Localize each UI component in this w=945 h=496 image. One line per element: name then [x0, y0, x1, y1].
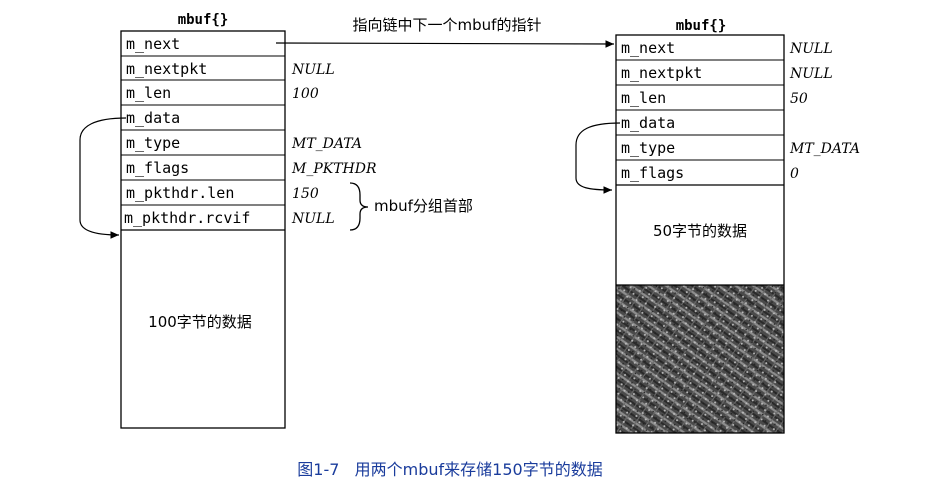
- right-field-m-next: m_next: [621, 39, 675, 57]
- left-mbuf: mbuf{} m_next m_nextpkt m_len m_data m_t…: [79, 12, 377, 429]
- right-m-data-pointer-arrow: [575, 122, 621, 194]
- right-mbuf-unused-texture: [616, 285, 784, 433]
- right-value-m-flags: 0: [790, 166, 799, 182]
- right-mbuf-box: [615, 34, 785, 434]
- right-data-label: 50字节的数据: [653, 222, 747, 240]
- right-field-m-len: m_len: [621, 89, 666, 107]
- right-value-m-type: MT_DATA: [789, 141, 860, 157]
- right-field-m-flags: m_flags: [621, 164, 684, 182]
- left-m-data-pointer-arrow: [79, 117, 127, 239]
- left-field-m-pkthdr-len: m_pkthdr.len: [126, 184, 234, 202]
- right-mbuf: mbuf{} m_next m_nextpkt m_len m_data m_t…: [575, 18, 860, 434]
- left-data-label: 100字节的数据: [148, 313, 252, 331]
- left-value-m-nextpkt: NULL: [291, 62, 335, 78]
- left-field-m-len: m_len: [126, 84, 171, 102]
- left-value-m-type: MT_DATA: [291, 136, 362, 152]
- pkthdr-brace: [349, 182, 369, 231]
- left-value-m-pkthdr-rcvif: NULL: [291, 211, 335, 227]
- left-field-m-next: m_next: [126, 35, 180, 53]
- right-value-m-len: 50: [790, 91, 808, 107]
- left-field-m-flags: m_flags: [126, 159, 189, 177]
- pkthdr-label: mbuf分组首部: [374, 197, 473, 215]
- next-pointer-label: 指向链中下一个mbuf的指针: [353, 16, 542, 34]
- left-field-m-type: m_type: [126, 134, 180, 152]
- right-value-m-next: NULL: [789, 41, 833, 57]
- left-value-m-len: 100: [292, 86, 319, 102]
- right-field-m-data: m_data: [621, 114, 675, 132]
- figure-caption: 图1-7 用两个mbuf来存储150字节的数据: [297, 460, 602, 479]
- m-next-pointer-arrow: [275, 40, 615, 48]
- right-field-m-nextpkt: m_nextpkt: [621, 64, 702, 82]
- left-field-m-data: m_data: [126, 109, 180, 127]
- right-value-m-nextpkt: NULL: [789, 66, 833, 82]
- right-mbuf-title: mbuf{}: [676, 18, 727, 34]
- left-field-m-nextpkt: m_nextpkt: [126, 60, 207, 78]
- left-value-m-pkthdr-len: 150: [292, 186, 319, 202]
- left-mbuf-title: mbuf{}: [178, 12, 229, 28]
- right-field-m-type: m_type: [621, 139, 675, 157]
- left-value-m-flags: M_PKTHDR: [291, 161, 377, 177]
- left-field-m-pkthdr-rcvif: m_pkthdr.rcvif: [124, 209, 250, 227]
